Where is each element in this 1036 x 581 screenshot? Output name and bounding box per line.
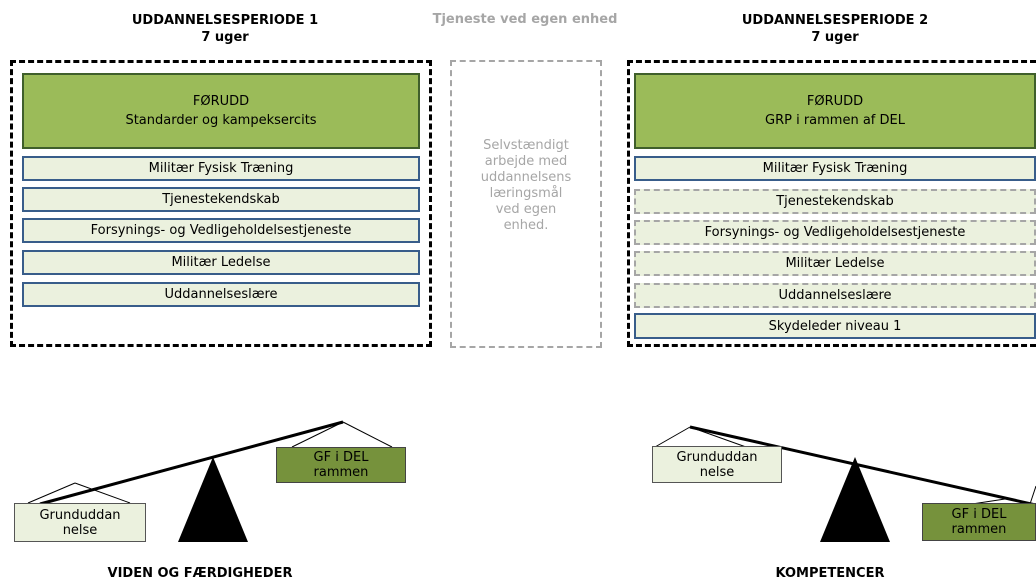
scale-right-pan-left-line1: Grunduddan [676, 449, 758, 465]
period1-main-box-subtitle: Standarder og kampeksercits [125, 113, 317, 128]
period2-main-box-subtitle: GRP i rammen af DEL [765, 113, 905, 128]
scale-left-pan-right-line2: rammen [313, 465, 369, 480]
middle-line-5: enhed. [503, 218, 549, 233]
middle-line-1: arbejde med [484, 154, 568, 169]
scale-right-beam [689, 425, 1036, 507]
scale-right-fulcrum [820, 457, 890, 542]
scale-left-pan-right-line1: GF i DEL [313, 450, 369, 465]
scale-left-beam [39, 420, 344, 506]
middle-title: Tjeneste ved egen enhed [432, 12, 618, 27]
period2-item-2: Forsynings- og Vedligeholdelsestjeneste [634, 220, 1036, 245]
scale-right-caption: KOMPETENCER [775, 566, 885, 581]
scale-left-hanger-a [27, 482, 76, 504]
scale-right-pan-gf-i-del: GF i DEL rammen [922, 503, 1036, 541]
scale-right-graphic [654, 425, 1036, 542]
scale-left-graphic [27, 420, 393, 542]
period1-main-box: FØRUDD Standarder og kampeksercits [22, 73, 420, 149]
middle-description: Selvstændigt arbejde med uddannelsens læ… [481, 138, 572, 234]
period1-title-line1: UDDANNELSESPERIODE 1 [131, 13, 319, 28]
scale-left-pan-grunduddannelse: Grunduddan nelse [14, 503, 146, 542]
scale-right-hanger-d [1029, 485, 1036, 505]
period1-item-3: Militær Ledelse [22, 250, 420, 275]
scale-left-pan-left-line1: Grunduddan [39, 507, 121, 523]
period2-item-3: Militær Ledelse [634, 251, 1036, 276]
scale-left-hanger-b [74, 482, 131, 504]
period1-item-0: Militær Fysisk Træning [22, 156, 420, 181]
scale-left-hanger-c [291, 421, 344, 448]
scale-right-hanger-b [689, 426, 747, 448]
period2-duration: 7 uger [811, 30, 859, 45]
middle-line-4: ved egen [495, 202, 557, 217]
period2-main-box-title: FØRUDD [806, 94, 864, 109]
middle-line-2: uddannelsens [480, 170, 572, 185]
period1-duration: 7 uger [201, 30, 249, 45]
period1-frame [10, 60, 432, 347]
scale-left-fulcrum [178, 457, 248, 542]
middle-line-3: læringsmål [489, 186, 563, 201]
period2-item-1: Tjenestekendskab [634, 189, 1036, 214]
period2-title-line1: UDDANNELSESPERIODE 2 [741, 13, 929, 28]
period1-main-box-title: FØRUDD [192, 94, 250, 109]
scale-right-pan-grunduddannelse: Grunduddan nelse [652, 446, 782, 483]
scale-right-hanger-a [654, 426, 691, 448]
period1-item-2: Forsynings- og Vedligeholdelsestjeneste [22, 218, 420, 243]
scale-right-pan-right-line1: GF i DEL [951, 507, 1007, 522]
period2-item-0: Militær Fysisk Træning [634, 156, 1036, 181]
period1-item-4: Uddannelseslære [22, 282, 420, 307]
period2-main-box: FØRUDD GRP i rammen af DEL [634, 73, 1036, 149]
period2-frame [627, 60, 1036, 347]
middle-frame: Selvstændigt arbejde med uddannelsens læ… [450, 60, 602, 348]
period2-title: UDDANNELSESPERIODE 2 7 uger [670, 12, 1000, 46]
scale-right-pan-right-line2: rammen [951, 522, 1007, 537]
middle-line-0: Selvstændigt [483, 138, 569, 153]
period1-title: UDDANNELSESPERIODE 1 7 uger [60, 12, 390, 46]
scale-left-caption: VIDEN OG FÆRDIGHEDER [107, 566, 293, 581]
period2-item-4: Uddannelseslære [634, 283, 1036, 308]
scale-left-pan-left-line2: nelse [62, 522, 98, 538]
period2-item-5: Skydeleder niveau 1 [634, 313, 1036, 339]
scale-left-hanger-d [342, 421, 393, 448]
scale-left-pan-gf-i-del: GF i DEL rammen [276, 447, 406, 483]
scale-right-pan-left-line2: nelse [699, 464, 735, 480]
period1-item-1: Tjenestekendskab [22, 187, 420, 212]
